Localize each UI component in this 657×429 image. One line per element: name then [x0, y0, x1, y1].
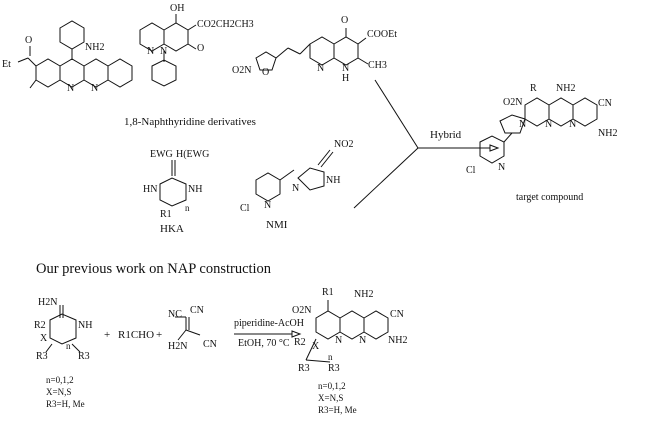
s2-co2: CO2CH2CH3 [197, 19, 254, 30]
p-n2: N [359, 335, 367, 346]
s3-no2: O2N [232, 65, 252, 76]
target-cn: CN [598, 98, 612, 109]
product-r3-values: R3=H, Me [318, 405, 357, 415]
naphthyridine-caption: 1,8-Naphthyridine derivatives [124, 116, 256, 128]
hka-ewg-right: H(EWG [176, 149, 210, 160]
hybrid-arrow-lines [353, 79, 500, 209]
p-cn: CN [390, 309, 404, 320]
s1-n2: N [91, 83, 99, 94]
target-nh2b: NH2 [598, 128, 618, 139]
hka-bonds [159, 160, 187, 207]
target-n1: N [519, 119, 527, 130]
previous-work-heading: Our previous work on NAP construction [36, 261, 272, 277]
r1-x: X [40, 333, 48, 344]
s3-furan-o: O [262, 67, 270, 78]
hka-r1: R1 [160, 209, 172, 220]
s3-h: H [342, 73, 350, 84]
r3-nc: NC [168, 309, 182, 320]
s2-n2: N [160, 46, 168, 57]
hka-hn: HN [143, 184, 158, 195]
s1-n1: N [67, 83, 75, 94]
structure-2-bonds [139, 14, 197, 87]
reactant-r3-values: R3=H, Me [46, 399, 85, 409]
s1-et: Et [2, 59, 11, 70]
reactant-n-range: n=0,1,2 [46, 375, 74, 385]
hybrid-label: Hybrid [430, 129, 462, 141]
aldehyde-label: R1CHO [118, 329, 155, 341]
target-compound-bonds [479, 97, 598, 164]
s3-n: N [317, 63, 325, 74]
nmi-no2: NO2 [334, 139, 354, 150]
nmi-bonds [255, 149, 334, 202]
nmi-cl: Cl [240, 203, 250, 214]
reactant-3-bonds [175, 316, 201, 341]
r1-nh: NH [78, 320, 93, 331]
target-r: R [530, 83, 537, 94]
target-n3: N [569, 119, 577, 130]
target-cl: Cl [466, 165, 476, 176]
s1-nh2: NH2 [85, 42, 105, 53]
s1-o: O [25, 35, 33, 46]
s3-ch3: CH3 [368, 60, 387, 71]
nmi-nh: NH [326, 175, 341, 186]
r1-n: n [66, 341, 71, 351]
r1-r2: R2 [34, 320, 46, 331]
r3-h2n: H2N [168, 341, 188, 352]
conditions-bottom: EtOH, 70 °C [238, 338, 290, 349]
structure-3-bonds [255, 28, 369, 71]
target-n-py: N [498, 162, 506, 173]
product-bonds [305, 300, 389, 363]
s3-nh: N [342, 63, 350, 74]
hka-caption: HKA [160, 223, 184, 235]
s2-oh: OH [170, 3, 185, 14]
target-n2: N [545, 119, 553, 130]
reaction-arrow [234, 330, 302, 338]
target-compound-caption: target compound [516, 192, 584, 203]
r3-cn1: CN [190, 305, 204, 316]
r1-r3b: R3 [78, 351, 90, 362]
s3-o: O [341, 15, 349, 26]
s3-cooet: COOEt [367, 29, 397, 40]
p-nh2a: NH2 [354, 289, 374, 300]
p-n1: N [335, 335, 343, 346]
hka-ewg-left: EWG [150, 149, 173, 160]
hka-nh: NH [188, 184, 203, 195]
hka-n-sub: n [185, 203, 190, 213]
p-x: X [312, 341, 320, 352]
p-r3a: R3 [298, 363, 310, 374]
structure-1-bonds [17, 20, 133, 89]
plus-2: + [156, 329, 163, 341]
p-n: n [328, 352, 333, 362]
p-o2n: O2N [292, 305, 312, 316]
nmi-caption: NMI [266, 219, 288, 231]
product-n-range: n=0,1,2 [318, 381, 346, 391]
nmi-n: N [292, 183, 300, 194]
target-nh2a: NH2 [556, 83, 576, 94]
product-x-values: X=N,S [318, 393, 344, 403]
p-nh2b: NH2 [388, 335, 408, 346]
p-r2: R2 [294, 337, 306, 348]
target-no2: O2N [503, 97, 523, 108]
r3-cn2: CN [203, 339, 217, 350]
r1-h2n: H2N [38, 297, 58, 308]
s2-n1: N [147, 46, 155, 57]
r1-r3a: R3 [36, 351, 48, 362]
p-r1: R1 [322, 287, 334, 298]
p-r3b: R3 [328, 363, 340, 374]
reactant-1-bonds [45, 305, 81, 353]
reactant-x-values: X=N,S [46, 387, 72, 397]
plus-1: + [104, 329, 111, 341]
conditions-top: piperidine-AcOH [234, 318, 304, 329]
s2-o: O [197, 43, 205, 54]
nmi-n-py: N [264, 200, 272, 211]
